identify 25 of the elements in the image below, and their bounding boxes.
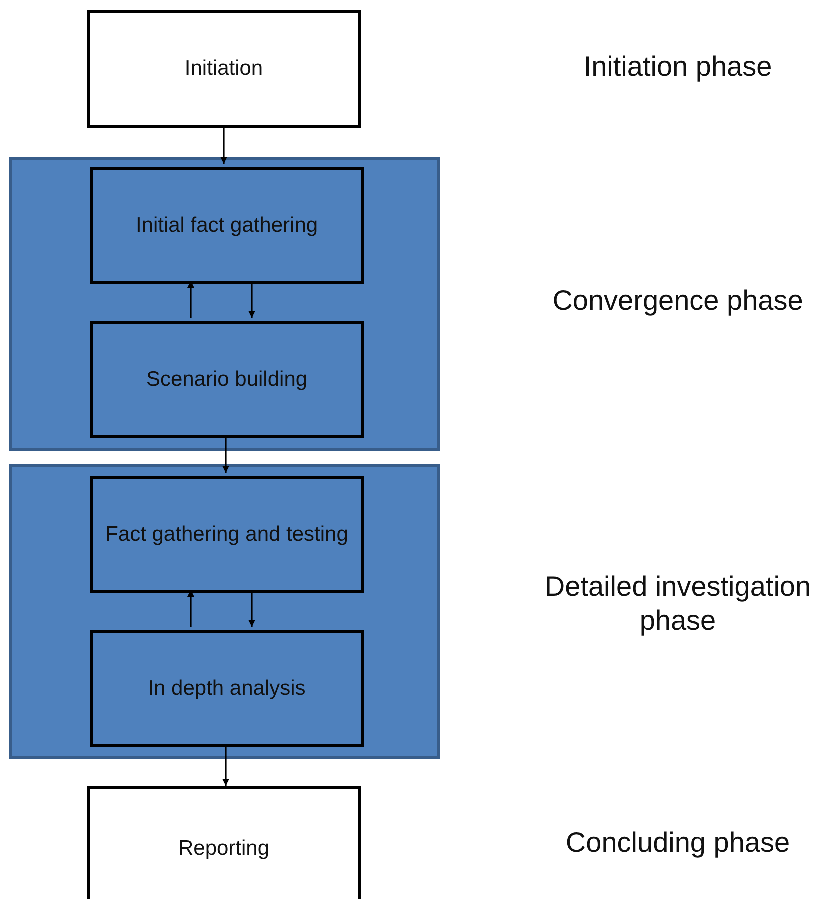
arrow — [220, 128, 228, 164]
process-box — [90, 630, 364, 747]
phase-band — [9, 464, 440, 759]
process-box — [87, 786, 361, 899]
phase-label: Detailed investigation phase — [544, 570, 812, 638]
arrow — [188, 281, 194, 318]
box-label: Initial fact gathering — [134, 212, 320, 239]
arrow — [222, 435, 230, 473]
arrow — [188, 590, 194, 627]
phase-label: Convergence phase — [552, 284, 804, 318]
arrow — [222, 744, 230, 786]
phase-label: Concluding phase — [564, 826, 792, 860]
box-label: Initiation — [184, 56, 264, 82]
process-box — [90, 321, 364, 438]
phase-band — [9, 157, 440, 451]
arrow — [248, 281, 256, 318]
box-label: In depth analysis — [147, 676, 307, 702]
phase-label: Initiation phase — [582, 50, 774, 84]
box-label: Reporting — [177, 836, 271, 862]
arrow — [248, 590, 256, 627]
box-label: Scenario building — [145, 366, 309, 393]
process-box — [87, 10, 361, 128]
box-label: Fact gathering and testing — [104, 522, 350, 548]
process-box — [90, 476, 364, 593]
process-box — [90, 167, 364, 284]
